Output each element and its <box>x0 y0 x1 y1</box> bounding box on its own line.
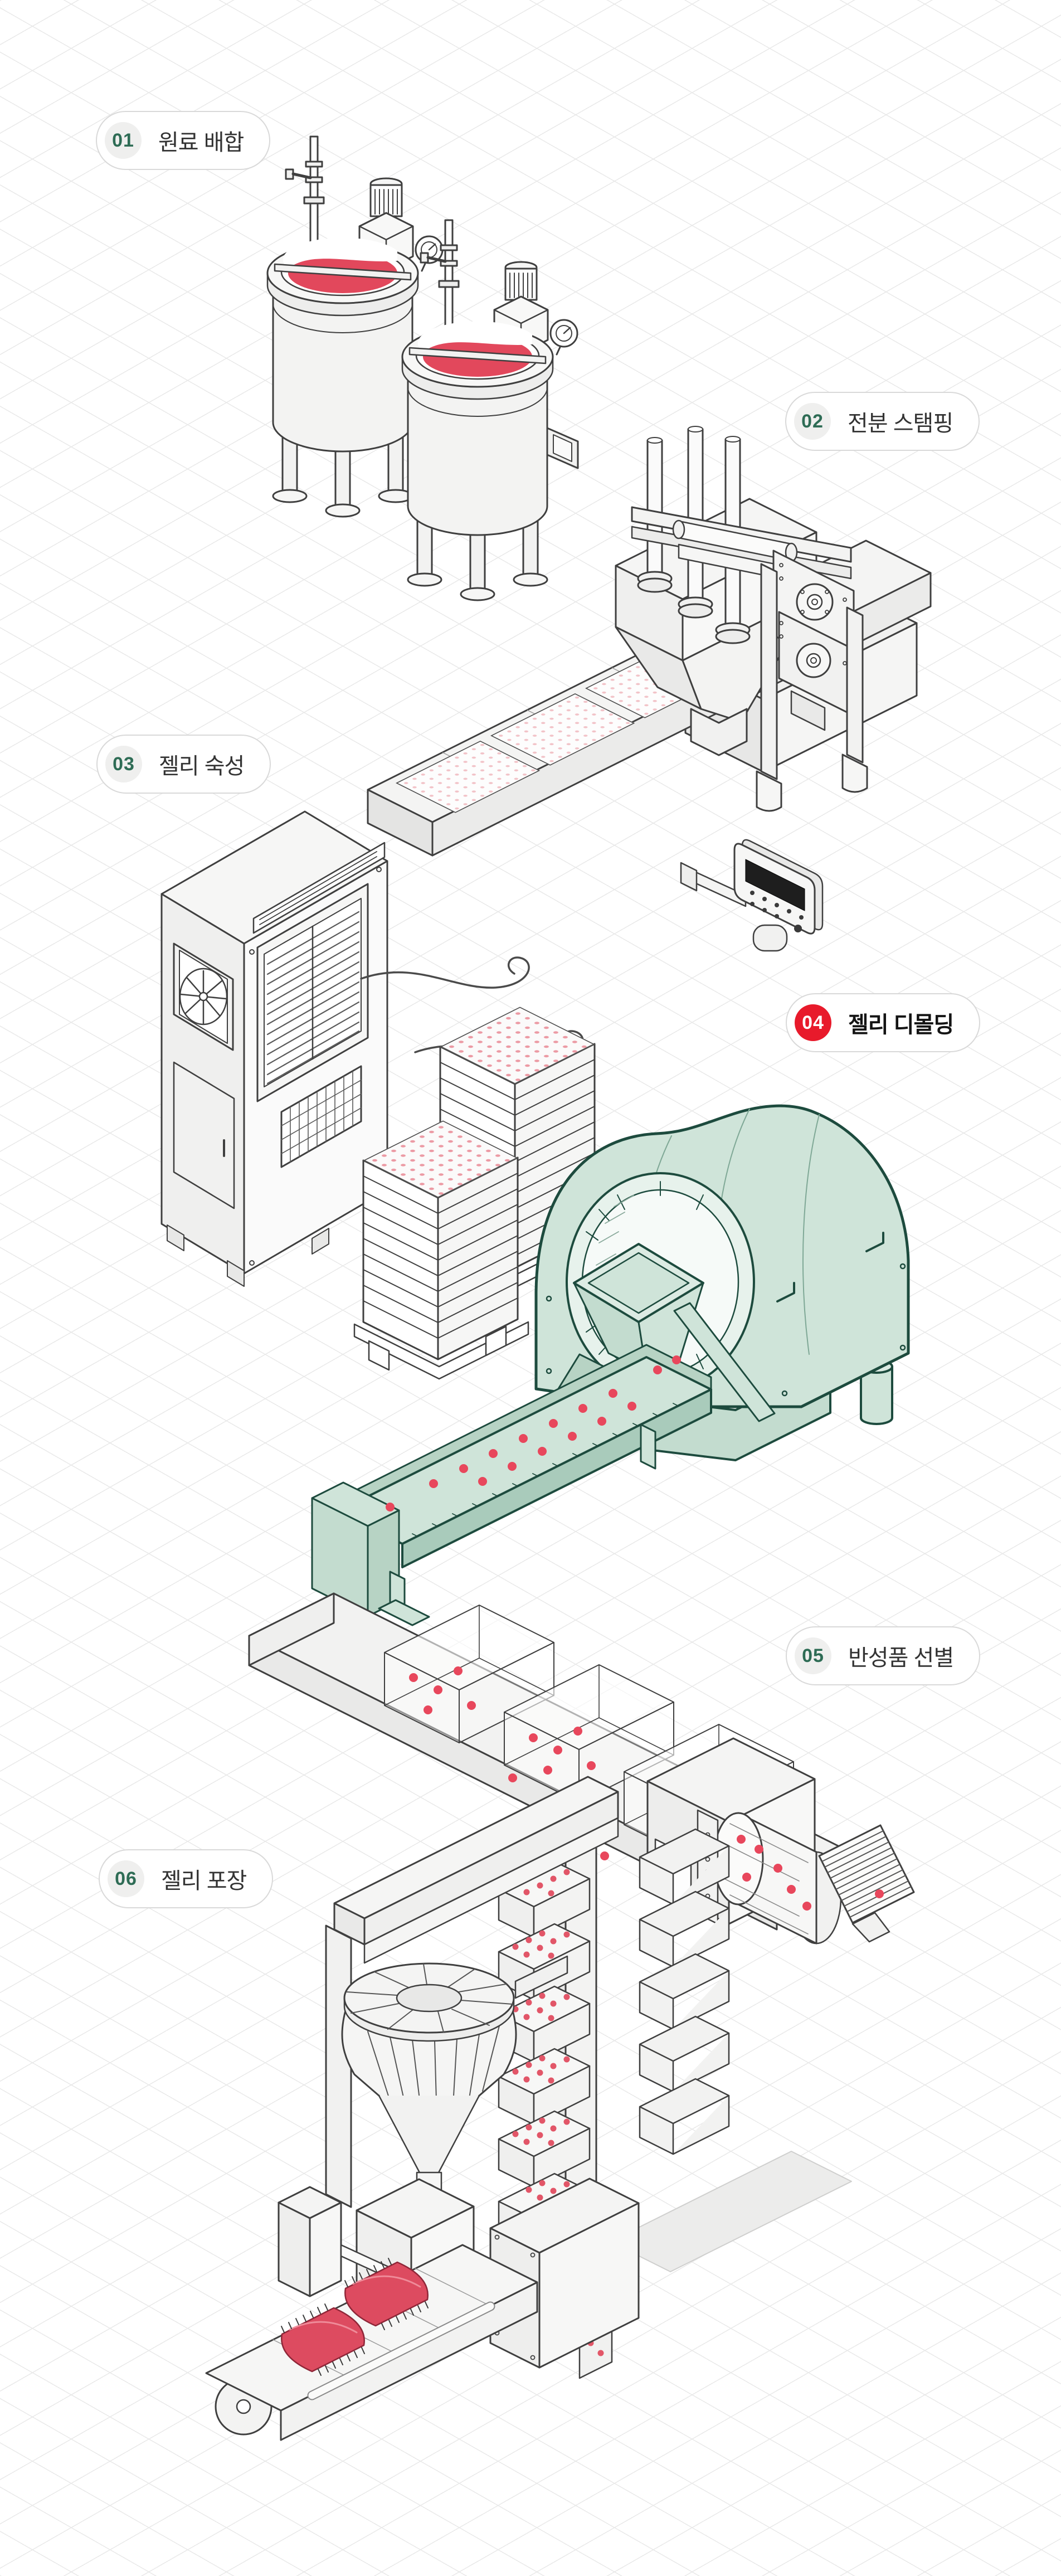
step-pill-04[interactable]: 04 젤리 디몰딩 <box>786 993 981 1052</box>
step-number-badge: 02 <box>794 403 831 440</box>
discharge-chute <box>818 1824 915 1924</box>
demolding-conveyor <box>311 1344 712 1626</box>
step-pill-05[interactable]: 05 반성품 선별 <box>786 1626 981 1685</box>
jelly-dots <box>352 1355 681 1637</box>
step-pill-02[interactable]: 02 전분 스탬핑 <box>785 392 980 451</box>
control-panel <box>680 839 824 952</box>
lower-grille <box>280 1065 362 1168</box>
step-pill-06[interactable]: 06 젤리 포장 <box>99 1849 274 1908</box>
drum-hopper-funnel <box>556 1243 776 1428</box>
cooling-fan-icon <box>173 942 234 1051</box>
sorting-machine <box>646 1737 915 1945</box>
step-number-badge: 01 <box>105 122 142 159</box>
step-number-badge: 03 <box>105 746 142 782</box>
panel-screen <box>745 859 805 911</box>
step-label: 원료 배합 <box>158 130 244 155</box>
step-pill-03[interactable]: 03 젤리 숙성 <box>96 735 271 794</box>
step-number-badge: 05 <box>795 1637 831 1674</box>
mold-tray-stack-front <box>353 1156 529 1380</box>
step-label: 반성품 선별 <box>848 1646 954 1670</box>
packaging-illustration <box>205 1776 852 2441</box>
press-frame <box>631 506 868 812</box>
flange-disc <box>796 643 831 678</box>
step-label: 젤리 숙성 <box>159 754 245 779</box>
frame-beam <box>325 1776 619 2208</box>
panel-buttons[interactable] <box>750 891 804 932</box>
jelly-demolding-illustration <box>311 1104 910 1637</box>
flange-disc <box>796 583 834 621</box>
step-label: 젤리 디몰딩 <box>848 1013 954 1037</box>
vent-grille <box>249 867 382 1266</box>
step-number-badge: 04 <box>795 1004 831 1041</box>
multihead-weigher-icon <box>341 1955 568 2249</box>
step-label: 젤리 포장 <box>161 1869 247 1893</box>
step-pill-01[interactable]: 01 원료 배합 <box>96 111 271 170</box>
packaging-conveyor <box>205 2244 538 2441</box>
step-label: 전분 스탬핑 <box>848 411 953 436</box>
aging-cabinet <box>160 810 388 1287</box>
step-number-badge: 06 <box>108 1860 144 1897</box>
